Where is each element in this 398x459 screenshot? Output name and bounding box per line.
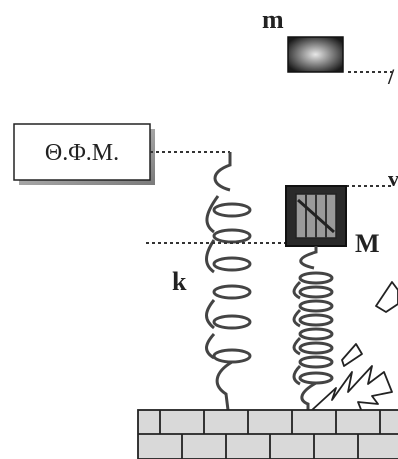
spring-left [205, 152, 252, 411]
equilibrium-box-label: Θ.Φ.Μ. [45, 140, 119, 166]
small-mass-block [287, 36, 344, 73]
mass-large-label: M [355, 229, 380, 258]
large-mass-block [285, 185, 347, 247]
equilibrium-box [13, 123, 151, 181]
partial-label-top: / [387, 64, 395, 89]
partial-label-mid: v [388, 166, 398, 191]
mass-small-label: m [262, 5, 284, 34]
broken-spring-fragment [311, 281, 398, 413]
spring-constant-label: k [172, 267, 187, 296]
ground-brick-wall [137, 409, 398, 459]
spring-right [292, 246, 334, 410]
